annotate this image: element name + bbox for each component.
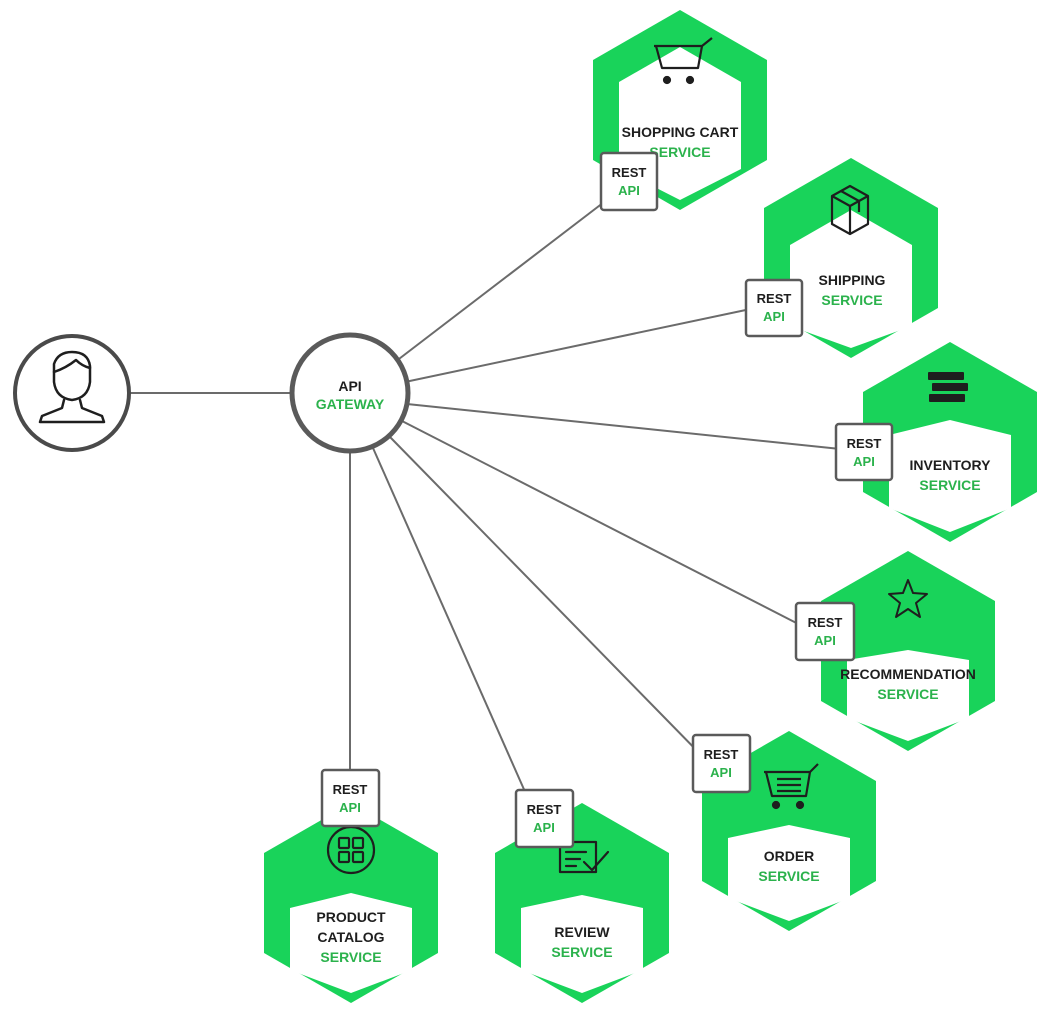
connector-shopping-cart [394, 195, 613, 363]
recommendation-service: RECOMMENDATION SERVICE [821, 551, 995, 751]
rest-api-badge-shipping: REST API [744, 278, 804, 338]
stacked-books-icon [928, 372, 968, 402]
user-icon [38, 350, 106, 424]
product-catalog-service-name-line2: CATALOG [317, 929, 384, 945]
connector-review [372, 447, 531, 804]
checklist-icon [558, 840, 610, 874]
connector-shipping [404, 306, 761, 383]
rest-label: REST [527, 802, 562, 817]
api-label: API [533, 820, 555, 835]
package-box-icon [830, 184, 870, 236]
rest-api-badge-shopping-cart: REST API [599, 151, 659, 212]
shipping-service: SHIPPING SERVICE [764, 158, 938, 358]
rest-label: REST [333, 782, 368, 797]
shopping-cart-service-name: SHOPPING CART [622, 124, 739, 140]
rest-label: REST [847, 436, 882, 451]
cart-list-icon [764, 763, 819, 810]
client-node [13, 334, 131, 452]
shopping-cart-icon [654, 37, 713, 85]
rest-label: REST [757, 291, 792, 306]
rest-api-badge-review: REST API [514, 788, 575, 849]
rest-api-badge-inventory: REST API [834, 422, 894, 482]
shopping-cart-service-suffix: SERVICE [649, 144, 710, 160]
api-label: API [710, 765, 732, 780]
connectors [130, 195, 851, 804]
rest-label: REST [808, 615, 843, 630]
inventory-service-suffix: SERVICE [919, 477, 980, 493]
connector-order [389, 436, 709, 763]
product-catalog-service-suffix: SERVICE [320, 949, 381, 965]
connector-inventory [406, 403, 851, 451]
rest-api-badge-product-catalog: REST API [320, 768, 381, 828]
api-label: API [339, 800, 361, 815]
api-label: API [853, 454, 875, 469]
order-service-name: ORDER [764, 848, 815, 864]
rest-label: REST [612, 165, 647, 180]
review-service: REVIEW SERVICE [495, 803, 669, 1003]
shipping-service-suffix: SERVICE [821, 292, 882, 308]
inventory-service-name: INVENTORY [910, 457, 992, 473]
recommendation-service-name: RECOMMENDATION [840, 666, 976, 682]
shipping-service-name: SHIPPING [819, 272, 886, 288]
rest-api-badge-order: REST API [691, 733, 752, 794]
api-label: API [814, 633, 836, 648]
api-label: API [618, 183, 640, 198]
gateway-label-line2: GATEWAY [316, 396, 385, 412]
recommendation-service-suffix: SERVICE [877, 686, 938, 702]
api-gateway-node: API GATEWAY [289, 332, 411, 454]
api-label: API [763, 309, 785, 324]
review-service-name: REVIEW [554, 924, 610, 940]
rest-label: REST [704, 747, 739, 762]
order-service-suffix: SERVICE [758, 868, 819, 884]
gateway-label-line1: API [338, 378, 361, 394]
product-catalog-service: PRODUCT CATALOG SERVICE [264, 803, 438, 1003]
inventory-service: INVENTORY SERVICE [863, 342, 1037, 542]
review-service-suffix: SERVICE [551, 944, 612, 960]
product-catalog-service-name-line1: PRODUCT [316, 909, 386, 925]
star-icon [888, 579, 928, 618]
rest-api-badge-recommendation: REST API [794, 601, 856, 662]
connector-recommendation [401, 420, 811, 631]
